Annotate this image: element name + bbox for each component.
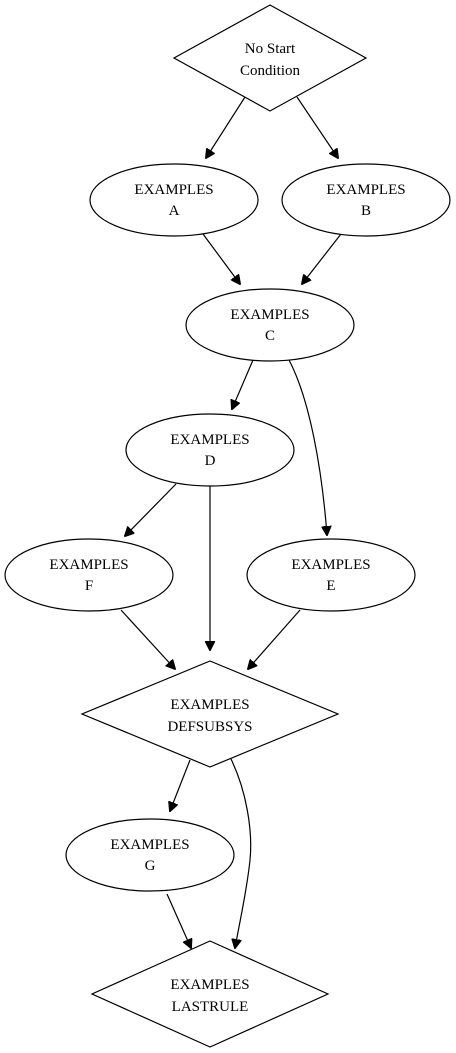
edge-g-to-lastrule (166, 893, 191, 948)
node-lastrule: EXAMPLES LASTRULE (90, 940, 330, 1048)
node-lastrule-line2: LASTRULE (172, 999, 249, 1015)
node-g-line2: G (145, 858, 156, 874)
node-lastrule-line1: EXAMPLES (170, 977, 249, 993)
edge-b-to-c (302, 233, 342, 284)
node-b-line1: EXAMPLES (326, 182, 405, 198)
node-start-line2: Condition (240, 63, 301, 79)
node-f-line1: EXAMPLES (49, 557, 128, 573)
edge-a-to-c (202, 233, 240, 284)
node-g: EXAMPLES G (65, 818, 235, 892)
node-c: EXAMPLES C (185, 288, 355, 362)
node-a: EXAMPLES A (89, 163, 259, 237)
node-defsubsys-line2: DEFSUBSYS (167, 719, 252, 735)
node-f: EXAMPLES F (4, 538, 174, 612)
node-g-line1: EXAMPLES (110, 837, 189, 853)
node-a-line2: A (169, 203, 180, 219)
edges (120, 96, 342, 948)
node-e: EXAMPLES E (246, 538, 416, 612)
node-c-line2: C (265, 328, 275, 344)
nodes: No Start Condition EXAMPLES A EXAMPLES B… (4, 4, 451, 1048)
edge-defsubsys-to-g (170, 759, 191, 811)
edge-d-to-f (125, 483, 177, 536)
edge-defsubsys-to-lastrule (230, 758, 252, 948)
node-defsubsys-line1: EXAMPLES (170, 697, 249, 713)
node-start-line1: No Start (245, 41, 296, 57)
edge-f-to-defsubsys (120, 609, 175, 669)
node-start: No Start Condition (172, 4, 368, 112)
edge-c-to-e (288, 359, 327, 535)
node-d: EXAMPLES D (125, 413, 295, 487)
node-defsubsys: EXAMPLES DEFSUBSYS (80, 660, 340, 768)
node-e-line2: E (326, 578, 335, 594)
node-b-line2: B (361, 203, 371, 219)
node-a-line1: EXAMPLES (134, 182, 213, 198)
node-d-line1: EXAMPLES (170, 432, 249, 448)
edge-c-to-d (232, 359, 254, 409)
edge-start-to-a (206, 96, 246, 158)
edge-start-to-b (296, 96, 338, 158)
edge-e-to-defsubsys (248, 609, 301, 669)
node-c-line1: EXAMPLES (230, 307, 309, 323)
node-f-line2: F (85, 578, 93, 594)
node-e-line1: EXAMPLES (291, 557, 370, 573)
node-d-line2: D (205, 453, 216, 469)
node-b: EXAMPLES B (281, 163, 451, 237)
